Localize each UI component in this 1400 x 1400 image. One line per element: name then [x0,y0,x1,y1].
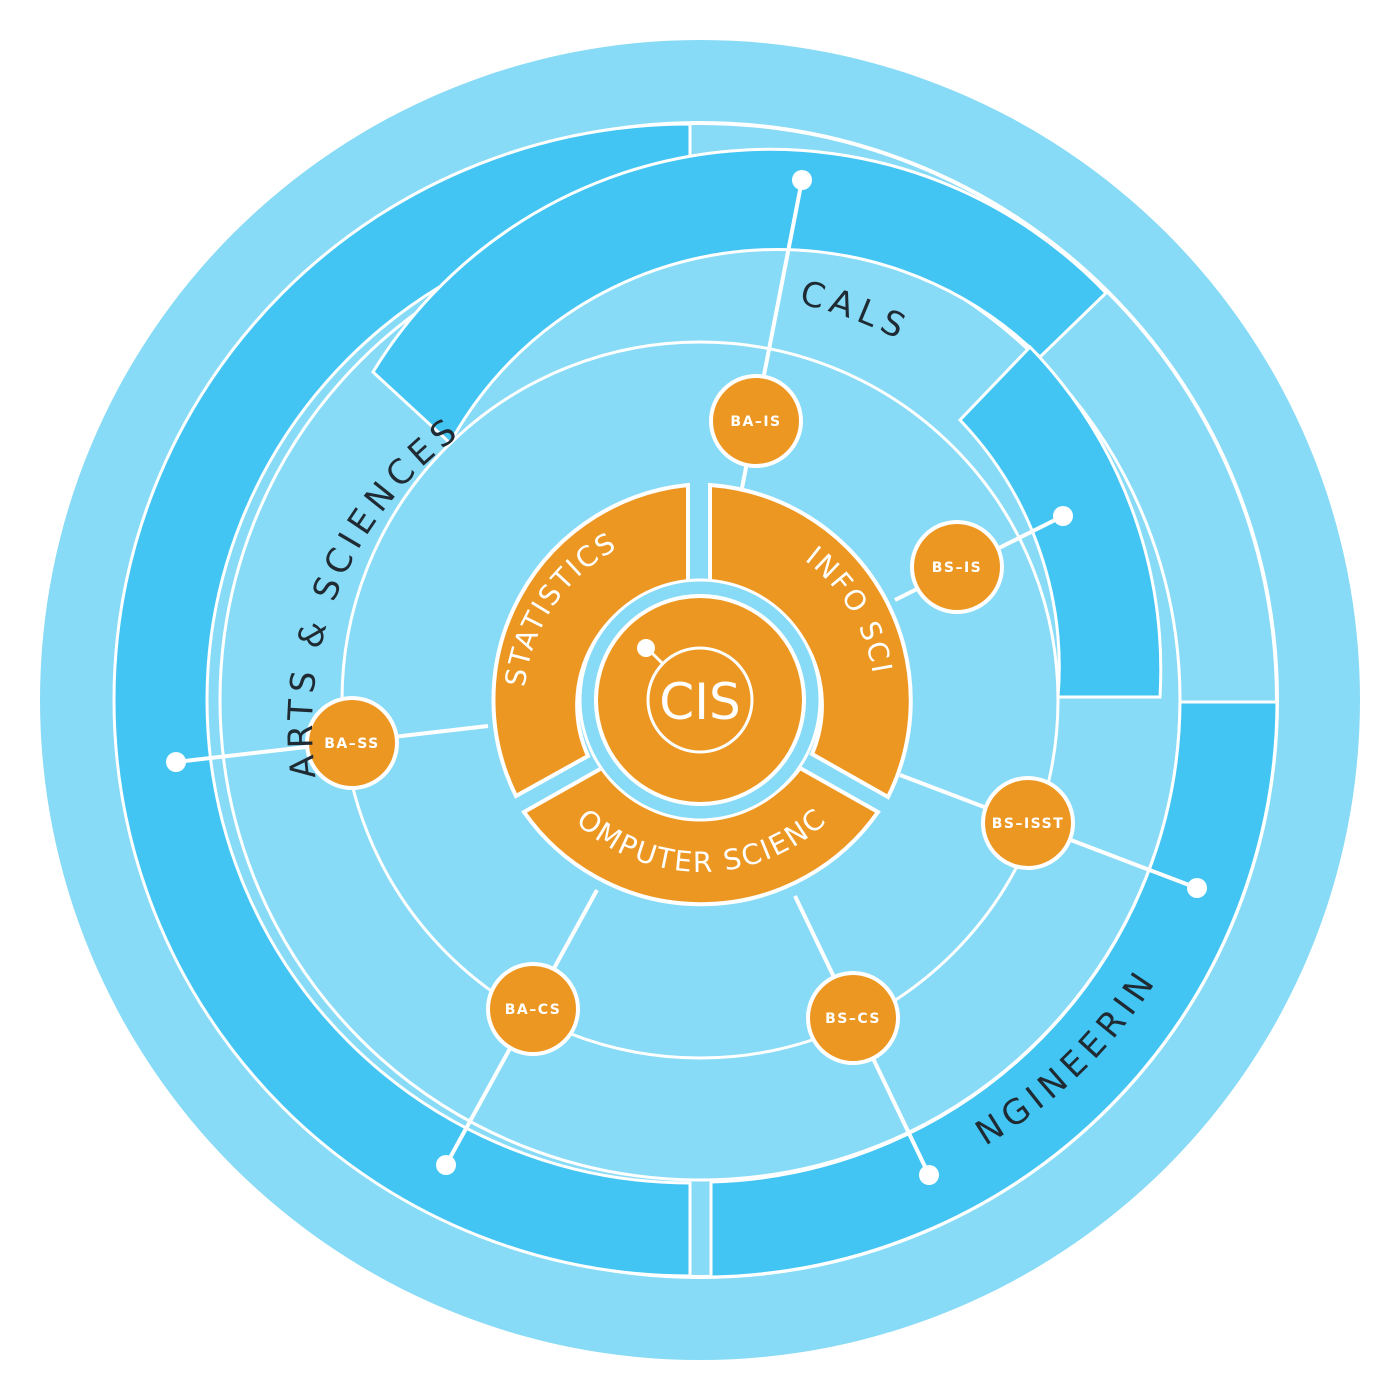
degree-node-bs-isst[interactable]: BS–ISST [981,776,1075,870]
cis-label-ring [646,646,754,754]
engineering-band [709,700,1279,1279]
endpoint-dot [166,752,186,772]
degree-node-ba-is[interactable]: BA–IS [709,374,803,468]
cis-label: CIS [659,673,740,731]
degree-label: BS–CS [825,1011,881,1027]
degree-label: BA–SS [324,736,380,752]
endpoint-dot [436,1155,456,1175]
degree-nodes: BA–IS BS–IS BA–SS BS–ISST BA–CS BS–CS [305,374,1075,1065]
cis-pointer-dot [637,639,655,657]
degree-node-bs-cs[interactable]: BS–CS [806,971,900,1065]
degree-label: BS–IS [932,560,983,576]
degree-node-ba-ss[interactable]: BA–SS [305,696,399,790]
degree-label: BS–ISST [992,816,1065,832]
degree-node-ba-cs[interactable]: BA–CS [486,962,580,1056]
endpoint-dot [1187,878,1207,898]
arts-sciences-band [112,122,692,1278]
degree-label: BA–CS [505,1002,562,1018]
endpoint-dot [792,170,812,190]
degree-label: BA–IS [730,414,781,430]
endpoint-dot [1053,506,1073,526]
endpoint-dot [919,1165,939,1185]
endpoint-dots [166,170,1207,1185]
cals-band [371,147,1109,446]
degree-node-bs-is[interactable]: BS–IS [910,520,1004,614]
